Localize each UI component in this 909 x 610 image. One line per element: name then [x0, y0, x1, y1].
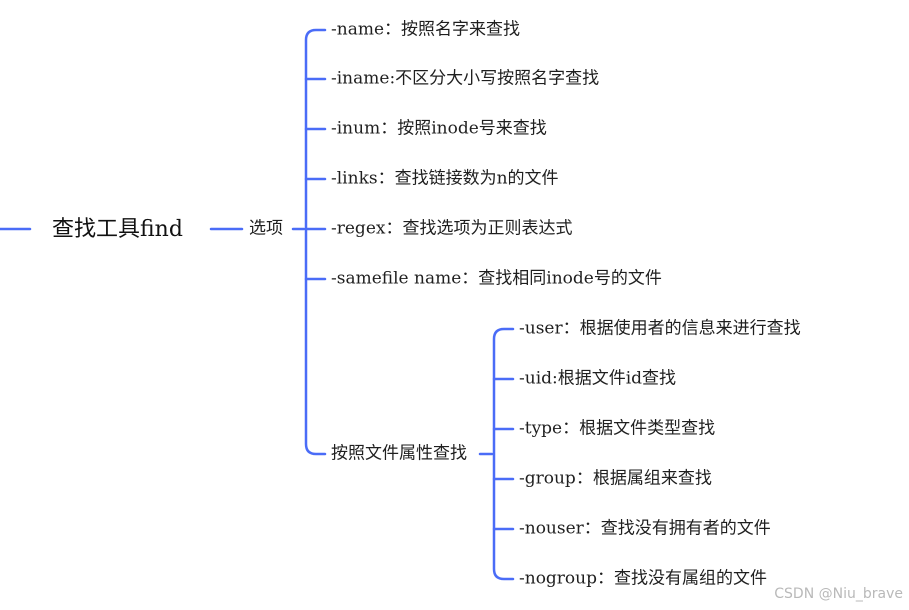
option-item: -inum：按照inode号来查找	[331, 118, 547, 139]
attribute-item: -group：根据属组来查找	[519, 468, 712, 489]
options-node: 选项	[249, 218, 283, 239]
attribute-item: -type：根据文件类型查找	[519, 418, 716, 439]
options-bracket-trunk	[304, 28, 327, 456]
attribute-item: -uid:根据文件id查找	[519, 368, 677, 389]
option-item: -links：查找链接数为n的文件	[331, 168, 559, 189]
attributes-node: 按照文件属性查找	[331, 443, 467, 464]
watermark: CSDN @Niu_brave	[774, 586, 903, 602]
attribute-item: -nogroup：查找没有属组的文件	[519, 568, 768, 589]
option-item: -name：按照名字来查找	[331, 19, 521, 40]
option-item: -iname:不区分大小写按照名字查找	[331, 68, 600, 89]
root-node: 查找工具find	[52, 217, 183, 242]
attribute-item: -nouser：查找没有拥有者的文件	[519, 518, 771, 539]
option-item: -regex：查找选项为正则表达式	[331, 218, 573, 239]
attribute-item: -user：根据使用者的信息来进行查找	[519, 318, 801, 339]
option-item: -samefile name：查找相同inode号的文件	[331, 268, 662, 289]
attributes-bracket-trunk	[492, 327, 515, 581]
